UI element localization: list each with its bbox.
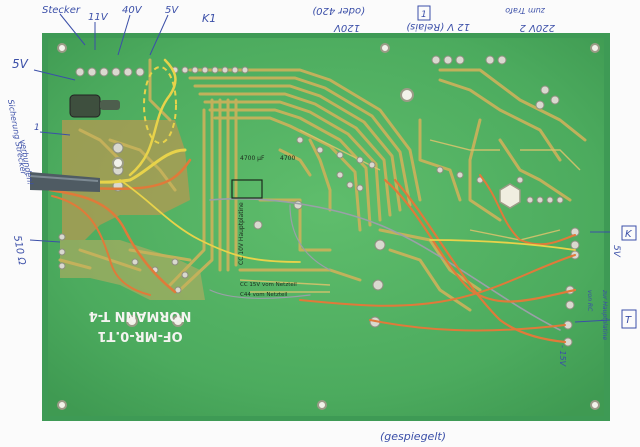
note-220v: 220V 2 [520,22,555,33]
note-120v: 120V [333,22,360,33]
note-gespiegelt: (gespiegelt) [380,430,446,443]
board-name-2: OF-MR-0.T1 [97,328,182,343]
note-hauptplatine: zur Hauptplatine [601,289,608,340]
note-stecker: Stecker [42,5,81,16]
note-left-small: 1 [34,123,40,133]
silk-vertical-text: CC 10V Hauptplatine [238,202,245,265]
board-name-1: NORMANN T-4 [89,308,192,323]
note-510: 510 Ω [11,235,27,267]
cable-bundle-highlight [29,175,99,182]
note-11v: 11V [88,12,109,23]
pcb-mask [48,38,604,416]
silk-cap-value: 4700 µF [240,155,265,162]
note-t: T [625,315,632,326]
note-k-box [621,225,637,241]
note-trafo: zum Trafo [505,6,546,15]
note-relay-box [417,5,431,21]
note-von-rc: von RC [586,290,593,312]
mounting-holes [57,43,600,410]
silk-center-text: CC 15V vom Netzteil [240,282,297,288]
note-420: (oder 420) [312,5,365,16]
note-5v-left: 5V [12,57,29,71]
note-5v-top: 5V [165,5,179,16]
note-relay-box-text: 1 [421,10,427,20]
dashed-ring [143,66,177,144]
note-k: K [625,229,633,240]
solder-pads [58,55,580,347]
annotation-lines [29,13,611,323]
note-relay: 12 V (Relais) [406,21,470,32]
note-5v-right: 5V [611,245,621,258]
hex-standoff [499,183,521,209]
silk-center-text-2: C44 vom Netzteil [240,292,288,298]
silk-cap-value-2: 4700 [280,155,295,162]
note-40v: 40V [122,5,143,16]
note-t-box [621,309,637,329]
copper-traces [58,58,587,312]
transistor [69,94,101,118]
handwritten-annotations: Stecker 11V 40V 5V K1 5V (oder 420) 120V… [6,5,637,443]
note-15v: - 15V [558,345,567,367]
capacitor [231,179,263,199]
diode [100,100,120,110]
note-k1: K1 [202,12,216,25]
